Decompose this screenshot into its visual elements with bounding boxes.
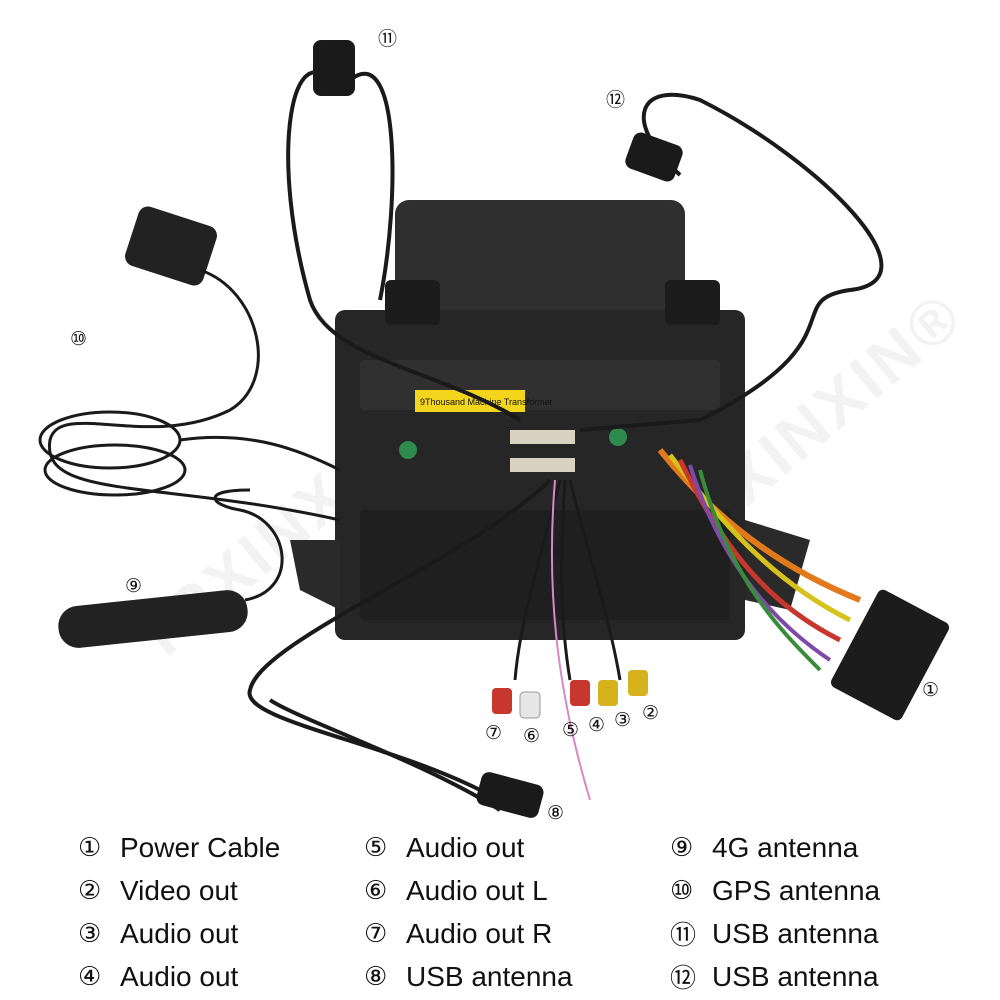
callout-3: ③	[614, 710, 632, 731]
callout-4: ④	[588, 715, 606, 736]
legend-item: ⑩ GPS antenna	[670, 869, 880, 912]
head-unit-illustration: 9Thousand Machine Transformer	[38, 40, 950, 818]
legend-number: ④	[78, 961, 102, 991]
legend-label: 4G antenna	[712, 831, 859, 863]
legend-label: Audio out	[120, 960, 239, 992]
legend-number: ⑥	[364, 875, 388, 905]
callout-12: ⑫	[606, 90, 626, 111]
callout-6: ⑥	[523, 726, 541, 747]
usb-plug-8	[476, 772, 544, 818]
callout-9: ⑨	[125, 576, 143, 597]
screen-back	[395, 200, 685, 330]
legend-label: GPS antenna	[712, 874, 881, 906]
legend-number: ②	[78, 875, 102, 905]
legend-item: ⑫ USB antenna	[670, 955, 880, 998]
connector-bottom	[510, 458, 575, 472]
usb-plug-12	[625, 132, 683, 182]
green-port-right	[609, 428, 627, 446]
callout-5: ⑤	[562, 720, 580, 741]
usb-plug-11	[313, 40, 355, 96]
bracket-left	[290, 540, 340, 610]
clip-left	[385, 280, 440, 325]
rca-leads	[492, 479, 648, 801]
legend-item: ⑪ USB antenna	[670, 912, 880, 955]
legend-number: ⑪	[670, 920, 697, 950]
legend-label: Power Cable	[120, 831, 281, 863]
rca-4	[598, 680, 618, 706]
connector-top	[510, 430, 575, 444]
legend-item: ② Video out	[78, 869, 280, 912]
legend-number: ⑤	[364, 832, 388, 862]
iso-connector	[830, 589, 950, 721]
legend-item: ⑥ Audio out L	[364, 869, 573, 912]
gps-module	[125, 206, 217, 286]
legend-label: Audio out L	[406, 874, 548, 906]
legend-number: ⑦	[364, 918, 388, 948]
4g-antenna-9	[58, 488, 284, 648]
legend-number: ⑨	[670, 832, 694, 862]
callout-7: ⑦	[485, 723, 503, 744]
callout-11: ⑪	[378, 29, 398, 50]
callout-2: ②	[642, 703, 660, 724]
legend-number: ⑩	[670, 875, 694, 905]
legend-item: ⑧ USB antenna	[364, 955, 573, 998]
legend: ① Power Cable ② Video out ③ Audio out ④ Audi…	[78, 826, 978, 996]
legend-label: USB antenna	[712, 960, 879, 992]
legend-item: ⑤ Audio out	[364, 826, 573, 869]
legend-label: USB antenna	[712, 917, 879, 949]
usb-cable-11	[286, 40, 522, 422]
legend-number: ③	[78, 918, 102, 948]
lower-panel	[360, 510, 730, 620]
legend-column-2: ⑤ Audio out ⑥ Audio out L ⑦ Audio out R ⑧ US…	[364, 826, 573, 998]
rca-7	[492, 688, 512, 714]
callout-8: ⑧	[547, 803, 565, 824]
legend-label: Audio out	[406, 831, 525, 863]
legend-label: Audio out	[120, 917, 239, 949]
gps-antenna-10	[38, 206, 341, 522]
callout-1: ①	[922, 680, 940, 701]
legend-item: ④ Audio out	[78, 955, 280, 998]
legend-label: Video out	[120, 874, 238, 906]
legend-number: ⑧	[364, 961, 388, 991]
legend-item: ⑨ 4G antenna	[670, 826, 880, 869]
legend-label: USB antenna	[406, 960, 573, 992]
head-unit: 9Thousand Machine Transformer	[290, 200, 810, 640]
power-harness-1	[657, 448, 950, 721]
callout-10: ⑩	[70, 329, 88, 350]
clip-right	[665, 280, 720, 325]
legend-item: ① Power Cable	[78, 826, 280, 869]
usb-cable-8	[247, 478, 552, 818]
legend-number: ①	[78, 832, 102, 862]
legend-item: ⑦ Audio out R	[364, 912, 573, 955]
4g-module	[58, 590, 248, 648]
usb-cable-12	[579, 92, 884, 432]
rca-6	[519, 691, 541, 719]
rca-2	[628, 670, 648, 696]
legend-number: ⑫	[670, 963, 697, 993]
legend-label: Audio out R	[406, 917, 553, 949]
legend-item: ③ Audio out	[78, 912, 280, 955]
legend-column-1: ① Power Cable ② Video out ③ Audio out ④ Audi…	[78, 826, 280, 998]
rca-5	[570, 680, 590, 706]
green-port-left	[399, 441, 417, 459]
